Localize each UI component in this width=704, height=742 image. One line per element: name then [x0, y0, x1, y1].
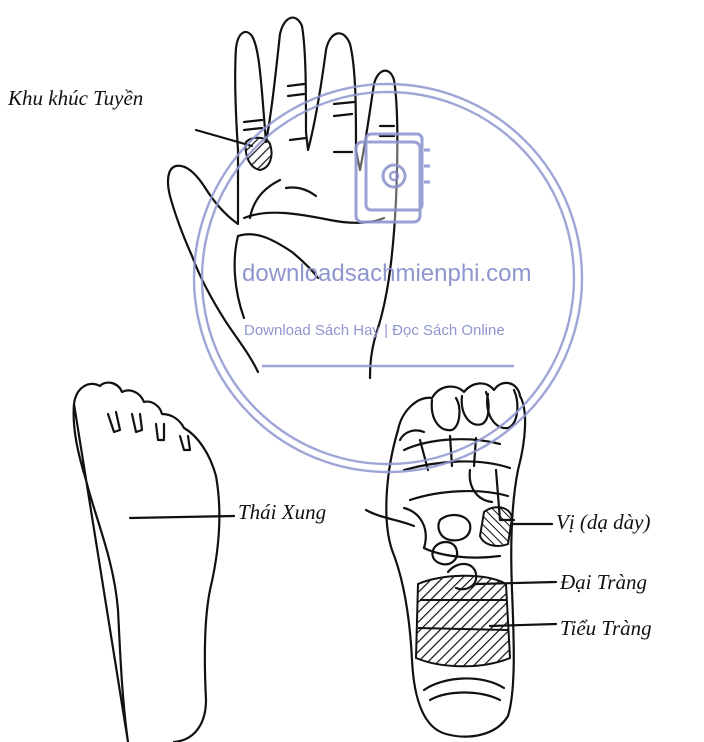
label-foot-point: Thái Xung — [238, 500, 326, 525]
watermark-tagline: Download Sách Hay | Đọc Sách Online — [244, 322, 505, 339]
label-hand-zone: Khu khúc Tuyền — [8, 86, 143, 111]
intestine-zone — [416, 576, 510, 667]
at-sign-book-icon — [356, 134, 430, 222]
label-large-intestine: Đại Tràng — [560, 570, 647, 595]
left-foot-drawing — [74, 383, 234, 742]
stomach-zone — [480, 507, 512, 546]
label-small-intestine: Tiểu Tràng — [560, 616, 652, 641]
right-foot-drawing — [366, 383, 556, 737]
watermark-site: downloadsachmienphi.com — [242, 260, 532, 288]
label-stomach: Vị (dạ dày) — [556, 510, 650, 535]
